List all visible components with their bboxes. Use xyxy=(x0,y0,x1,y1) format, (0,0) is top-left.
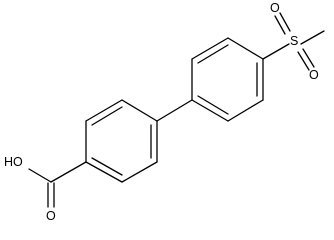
sulfonyl-oxygen-bottom-label: O xyxy=(309,68,319,82)
hydroxyl-label: HO xyxy=(4,155,23,169)
ring-bond xyxy=(85,161,123,183)
ring-bond xyxy=(227,37,264,60)
methylsulfonyl-phenyl-ring xyxy=(191,37,264,122)
chemical-structure-diagram: HO O S O O xyxy=(4,1,325,223)
sulfonyl-double-bond xyxy=(279,12,291,32)
ring-double-bond xyxy=(91,157,123,176)
ring-double-bond xyxy=(197,95,229,115)
sulfur-label: S xyxy=(290,34,298,48)
ring-bond xyxy=(191,37,229,60)
ring-to-carboxyl-bond xyxy=(50,161,87,183)
ring-to-sulfur-bond xyxy=(262,43,290,60)
ring-bond xyxy=(121,161,158,183)
methylsulfonyl-group: S O O xyxy=(262,1,325,82)
sulfonyl-oxygen-top-label: O xyxy=(270,1,280,15)
ring-bond xyxy=(85,99,123,122)
sulfonyl-double-bond xyxy=(297,51,310,71)
ring-double-bond xyxy=(91,106,123,126)
biaryl-bond xyxy=(156,99,193,122)
ring-bond xyxy=(191,99,229,122)
benzoic-acid-ring xyxy=(85,99,158,183)
ring-bond xyxy=(227,99,264,122)
ring-double-bond xyxy=(197,44,229,64)
carboxylic-acid-group: HO O xyxy=(4,155,87,223)
carboxyl-oh-bond xyxy=(28,168,52,183)
carbonyl-oxygen-label: O xyxy=(46,209,56,223)
sulfonyl-double-bond xyxy=(302,48,315,68)
sulfur-methyl-bond xyxy=(300,30,325,45)
sulfonyl-double-bond xyxy=(274,15,286,35)
ring-bond xyxy=(121,99,158,122)
